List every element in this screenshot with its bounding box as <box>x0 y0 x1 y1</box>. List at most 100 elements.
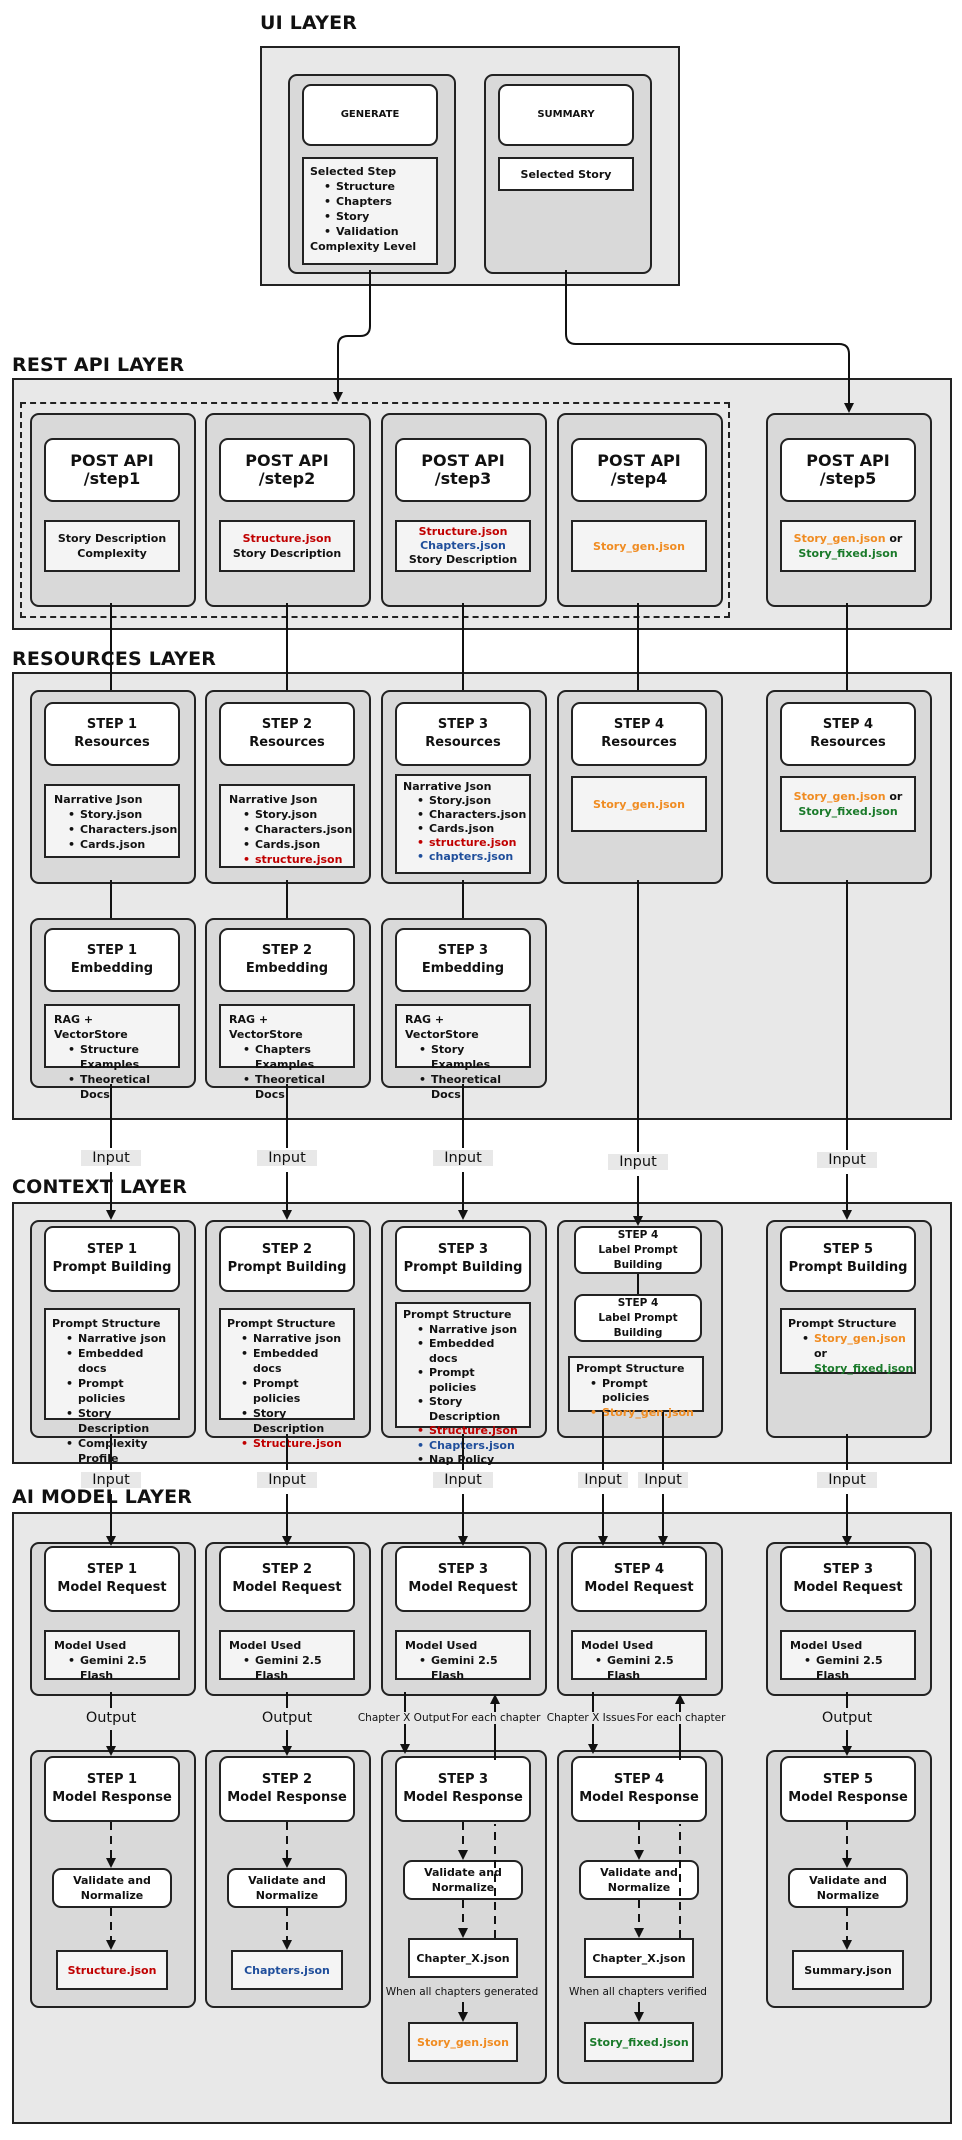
validate-normalize-step2: Validate and Normalize <box>227 1868 347 1908</box>
api-step4-endpoint[interactable]: POST API /step4 <box>571 438 707 502</box>
model-request-step3-content: Model UsedGemini 2.5 Flash <box>395 1630 531 1682</box>
output-story-gen-json: Story_gen.json <box>408 2022 518 2062</box>
embedding-step1-content: RAG + VectorStore Structure ExamplesTheo… <box>44 1004 180 1101</box>
api-step2-params: Structure.json Story Description <box>219 520 355 572</box>
model-request-step2-content: Model UsedGemini 2.5 Flash <box>219 1630 355 1682</box>
param: Story Description <box>232 547 342 560</box>
param: Complexity <box>77 547 147 560</box>
resources-layer-title: RESOURCES LAYER <box>12 648 217 670</box>
context-step3-content: Prompt Structure Narrative jsonEmbedded … <box>395 1302 531 1467</box>
resources-step2-content: Narrative Json Story.jsonCharacters.json… <box>219 784 355 868</box>
model-request-step5-content: Model UsedGemini 2.5 Flash <box>780 1630 916 1682</box>
validate-normalize-step1: Validate and Normalize <box>52 1868 172 1908</box>
context-step4-content: Prompt Structure Prompt policiesStory_ge… <box>568 1356 704 1420</box>
embedding-step2-content: RAG + VectorStore Chapters ExamplesTheor… <box>219 1004 355 1101</box>
output-label: Output <box>252 1710 322 1726</box>
output-structure-json: Structure.json <box>56 1950 168 1990</box>
api-step3-params: Structure.json Chapters.json Story Descr… <box>395 520 531 572</box>
chapter-x-output-label: Chapter X Output <box>356 1712 452 1724</box>
input-label: Input <box>81 1150 141 1166</box>
embedding-step3-content: RAG + VectorStore Story ExamplesTheoreti… <box>395 1004 531 1101</box>
api-step1-endpoint[interactable]: POST API /step1 <box>44 438 180 502</box>
api-step5-endpoint[interactable]: POST API /step5 <box>780 438 916 502</box>
summary-button[interactable]: SUMMARY <box>498 84 634 146</box>
chapter-x-json-step4: Chapter_X.json <box>584 1938 694 1978</box>
ui-layer-title: UI LAYER <box>260 12 358 34</box>
generate-option[interactable]: Chapters <box>324 194 430 209</box>
api-step2-endpoint[interactable]: POST API /step2 <box>219 438 355 502</box>
generate-options: Selected Step Structure Chapters Story V… <box>302 157 438 265</box>
for-each-chapter-label: For each chapter <box>450 1712 542 1724</box>
output-summary-json: Summary.json <box>792 1950 904 1990</box>
param: Story_gen.json <box>793 532 886 545</box>
context-step2-content: Prompt Structure Narrative jsonEmbedded … <box>219 1308 355 1451</box>
chapter-x-issues-label: Chapter X Issues <box>546 1712 636 1724</box>
generate-options-head: Selected Step <box>310 165 397 178</box>
note-all-chapters-verified: When all chapters verified <box>569 1986 707 1998</box>
resources-step4-content: Story_gen.json <box>571 776 707 832</box>
param: Structure.json <box>418 525 508 538</box>
api-step1-params: Story Description Complexity <box>44 520 180 572</box>
connector-generate-to-api <box>333 270 371 402</box>
generate-option[interactable]: Validation <box>324 224 430 239</box>
input-label: Input <box>433 1150 493 1166</box>
param: Story_fixed.json <box>798 547 898 560</box>
input-label: Input <box>817 1152 877 1168</box>
connector-summary-to-api <box>565 270 854 413</box>
ai-layer-title: AI MODEL LAYER <box>12 1486 193 1508</box>
input-label: Input <box>817 1472 877 1488</box>
api-step4-params: Story_gen.json <box>571 520 707 572</box>
generate-button[interactable]: GENERATE <box>302 84 438 146</box>
param: Story Description <box>57 532 167 545</box>
selected-story-field[interactable]: Selected Story <box>498 157 634 191</box>
input-label: Input <box>433 1472 493 1488</box>
param-or: or <box>885 532 903 545</box>
input-label: Input <box>257 1150 317 1166</box>
generate-option[interactable]: Structure <box>324 179 430 194</box>
model-request-step4-content: Model UsedGemini 2.5 Flash <box>571 1630 707 1682</box>
param: Chapters.json <box>420 539 506 552</box>
output-chapters-json: Chapters.json <box>231 1950 343 1990</box>
input-label: Input <box>608 1154 668 1170</box>
context-layer-title: CONTEXT LAYER <box>12 1176 188 1198</box>
api-step3-endpoint[interactable]: POST API /step3 <box>395 438 531 502</box>
generate-option[interactable]: Story <box>324 209 430 224</box>
input-label: Input <box>81 1472 141 1488</box>
validate-normalize-step3: Validate and Normalize <box>403 1860 523 1900</box>
input-label: Input <box>578 1472 628 1488</box>
for-each-chapter-label: For each chapter <box>636 1712 726 1724</box>
validate-normalize-step5: Validate and Normalize <box>788 1868 908 1908</box>
model-request-step1-content: Model UsedGemini 2.5 Flash <box>44 1630 180 1682</box>
output-story-fixed-json: Story_fixed.json <box>584 2022 694 2062</box>
input-label: Input <box>257 1472 317 1488</box>
output-label: Output <box>76 1710 146 1726</box>
chapter-x-json-step3: Chapter_X.json <box>408 1938 518 1978</box>
context-step1-content: Prompt Structure Narrative jsonEmbedded … <box>44 1308 180 1465</box>
param: Structure.json <box>242 532 332 545</box>
resources-step3-content: Narrative Json Story.jsonCharacters.json… <box>395 774 531 874</box>
generate-options-tail: Complexity Level <box>310 240 417 253</box>
param: Story Description <box>408 553 518 566</box>
